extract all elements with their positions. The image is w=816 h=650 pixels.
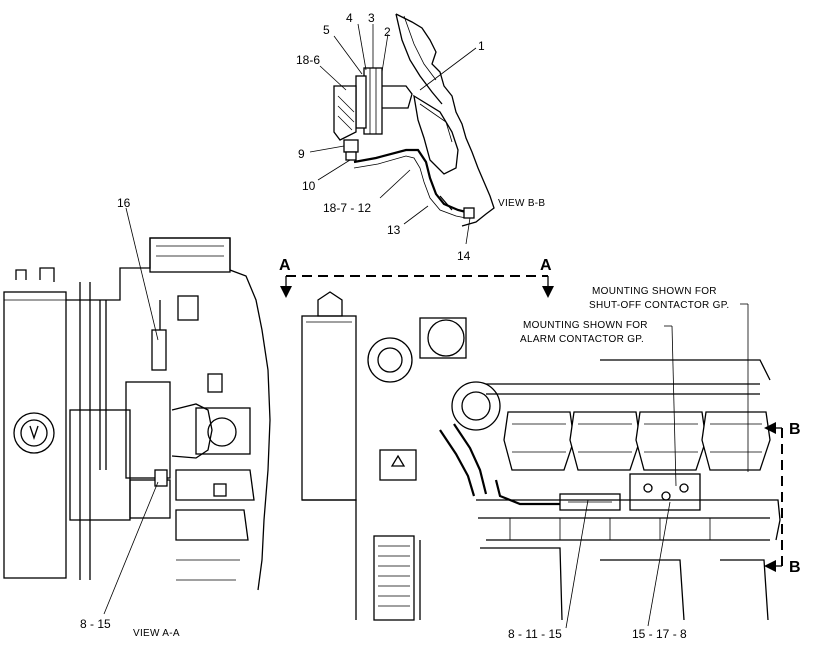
mounting-notes: MOUNTING SHOWN FOR SHUT-OFF CONTACTOR GP… <box>520 286 730 345</box>
callout-8-15-left: 8 - 15 <box>80 617 111 631</box>
callout-15-17-8: 15 - 17 - 8 <box>632 627 687 641</box>
cylinder-heads <box>503 411 771 471</box>
callout-13: 13 <box>387 223 401 237</box>
view-bb-detail <box>309 13 495 245</box>
view-labels: VIEW B-B VIEW A-A <box>133 198 545 639</box>
callout-18-7-12: 18-7 - 12 <box>323 201 371 215</box>
callout-labels: 1 2 3 4 5 18-6 9 10 18-7 - 12 13 14 16 8… <box>80 11 687 641</box>
main-engine-drawing <box>301 291 781 629</box>
section-a-right: A <box>540 257 552 274</box>
shutoff-note-line1: MOUNTING SHOWN FOR <box>592 286 717 297</box>
section-letters: A A B B <box>279 257 801 576</box>
radiator-lines <box>373 535 415 621</box>
callout-14: 14 <box>457 249 471 263</box>
alarm-note-line1: MOUNTING SHOWN FOR <box>523 320 648 331</box>
callout-16: 16 <box>117 196 131 210</box>
callout-2: 2 <box>384 25 391 39</box>
section-a-left: A <box>279 257 291 274</box>
view-bb-label: VIEW B-B <box>498 198 545 209</box>
section-b-markers <box>764 422 783 572</box>
shutoff-note-line2: SHUT-OFF CONTACTOR GP. <box>589 300 730 311</box>
callout-8-11-15: 8 - 11 - 15 <box>508 627 562 641</box>
section-b-bottom: B <box>789 559 801 576</box>
callout-9: 9 <box>298 147 305 161</box>
callout-4: 4 <box>346 11 353 25</box>
callout-10: 10 <box>302 179 316 193</box>
callout-1: 1 <box>478 39 485 53</box>
callout-18-6: 18-6 <box>296 53 320 67</box>
view-aa-label: VIEW A-A <box>133 628 180 639</box>
section-b-top: B <box>789 421 801 438</box>
section-a-markers <box>280 275 554 298</box>
alarm-note-line2: ALARM CONTACTOR GP. <box>520 334 644 345</box>
callout-3: 3 <box>368 11 375 25</box>
view-aa-drawing <box>3 207 271 615</box>
callout-5: 5 <box>323 23 330 37</box>
